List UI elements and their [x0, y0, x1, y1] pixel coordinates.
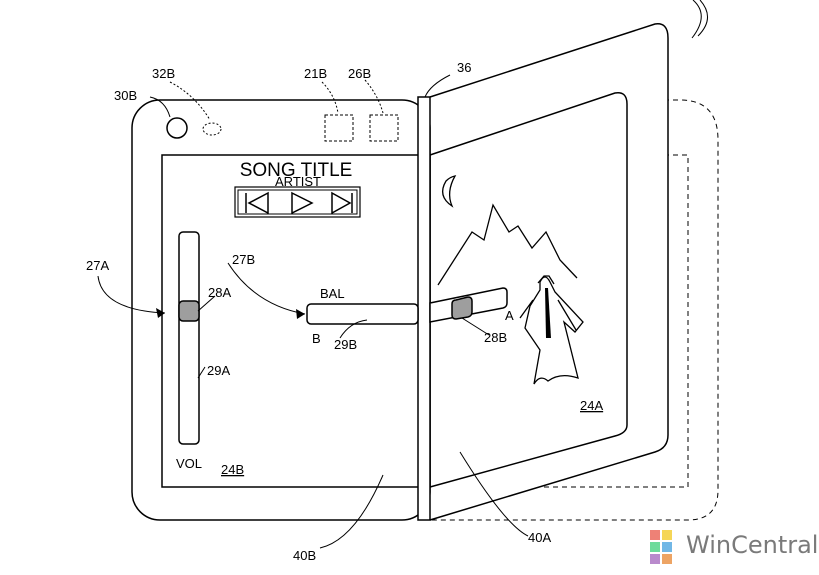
logo-square	[662, 542, 672, 552]
mountain-icon	[437, 203, 578, 286]
ref-24A: 24A	[580, 398, 603, 413]
right-screen-24A	[429, 91, 628, 488]
balance-right-marker: A	[505, 308, 514, 323]
balance-label: BAL	[320, 286, 345, 301]
balance-left-marker: B	[312, 331, 321, 346]
logo-square	[650, 554, 660, 564]
volume-label: VOL	[176, 456, 202, 471]
balance-slider-thumb[interactable]	[451, 296, 473, 320]
ref-27A: 27A	[86, 258, 109, 273]
figure-icon	[519, 275, 584, 385]
song-title: SONG TITLE	[240, 160, 353, 181]
sensor-icon	[202, 122, 222, 136]
moon-icon	[441, 175, 457, 208]
ref-28A: 28A	[208, 285, 231, 300]
logo-square	[662, 554, 672, 564]
ref-28B: 28B	[484, 330, 507, 345]
leader-lines	[97, 74, 529, 549]
ref-32B: 32B	[152, 66, 175, 81]
dashed-device-outline	[430, 99, 719, 521]
next-track-icon[interactable]	[331, 191, 353, 215]
edge-curve	[691, 0, 708, 39]
hinge	[417, 96, 431, 521]
transport-controls	[234, 186, 361, 218]
ref-29A: 29A	[207, 363, 230, 378]
watermark-text: WinCentral	[686, 531, 818, 559]
logo-square	[650, 542, 660, 552]
logo-square	[662, 530, 672, 540]
ref-40A: 40A	[528, 530, 551, 545]
sensor-21B	[324, 114, 354, 142]
ref-24B: 24B	[221, 462, 244, 477]
volume-slider-thumb[interactable]	[178, 300, 200, 322]
ref-40B: 40B	[293, 548, 316, 563]
play-icon[interactable]	[291, 191, 314, 215]
artist-name: ARTIST	[275, 174, 321, 189]
ref-27B: 27B	[232, 252, 255, 267]
wincentral-logo	[650, 530, 672, 564]
balance-slider-left-track[interactable]	[306, 303, 419, 325]
ref-21B: 21B	[304, 66, 327, 81]
previous-track-icon[interactable]	[245, 191, 269, 215]
volume-slider-track[interactable]	[178, 231, 200, 445]
ref-26B: 26B	[348, 66, 371, 81]
arrow-27B	[296, 309, 305, 319]
logo-square	[650, 530, 660, 540]
arrow-27A	[156, 308, 165, 318]
sensor-26B	[369, 114, 399, 142]
ref-36: 36	[457, 60, 471, 75]
ref-30B: 30B	[114, 88, 137, 103]
camera-icon	[166, 117, 188, 139]
ref-29B: 29B	[334, 337, 357, 352]
